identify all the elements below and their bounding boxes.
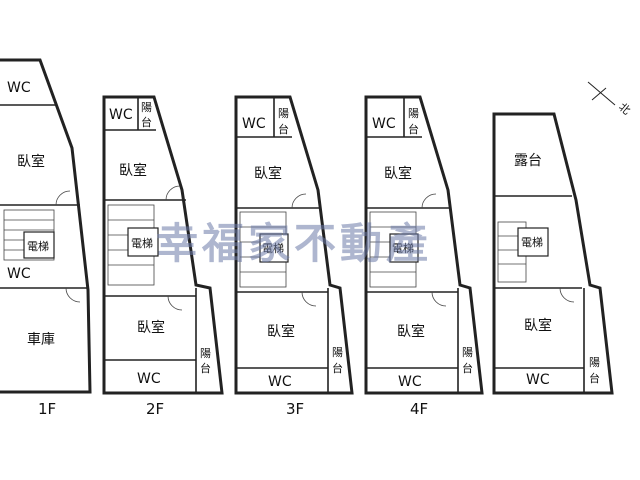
floor-1-wc-top: WC (7, 80, 31, 96)
floor-5-bedroom: 臥室 (524, 317, 552, 334)
floor-3-elevator (259, 233, 289, 263)
floor-2-label: 2F (146, 400, 164, 418)
compass-north-label: 北 (616, 100, 633, 117)
floor-1-elevator-label: 電梯 (27, 240, 49, 253)
floor-5-outer-wall (492, 112, 614, 395)
compass: 北 (587, 81, 633, 117)
floor-4-label: 4F (410, 400, 428, 418)
floor-3-wc-top: WC (242, 116, 266, 132)
floor-1-bedroom: 臥室 (17, 153, 45, 170)
floor-3-bedroom-bottom: 臥室 (267, 323, 295, 340)
floor-1-plan: WC 臥室 電梯 WC 車庫 1F (0, 58, 92, 418)
floor-3-wc-bottom: WC (268, 374, 292, 390)
floor-2-door-swing (165, 185, 181, 201)
floor-2-bedroom-top: 臥室 (119, 162, 147, 179)
floor-4-outer-wall (364, 95, 484, 395)
floor-5-balcony-bottom-2: 台 (589, 371, 600, 385)
floor-1-door-swing (65, 287, 81, 303)
floor-4-door-swing (431, 291, 447, 307)
floor-1-wc-mid: WC (7, 266, 31, 282)
floor-3-plan: WC 陽 台 臥室 電梯 臥室 WC 陽 台 3F (234, 95, 354, 418)
floor-4-plan: WC 陽 台 臥室 電梯 臥室 WC 陽 台 4F (364, 95, 484, 418)
floor-2-balcony-bottom-2: 台 (200, 361, 211, 375)
floor-3-balcony-bottom-2: 台 (332, 361, 343, 375)
floor-3-door-swing (301, 291, 317, 307)
floor-1-door-swing (55, 190, 71, 206)
compass-arrow (587, 81, 616, 106)
floor-5-plan: 露台 電梯 臥室 WC 陽 台 (492, 112, 614, 395)
floor-1-label: 1F (38, 400, 56, 418)
floor-3-label: 3F (286, 400, 304, 418)
floor-3-door-swing (291, 193, 307, 209)
watermark-text: 幸福家不動產 (156, 219, 432, 268)
floor-2-balcony-top-2: 台 (141, 115, 152, 129)
floor-5-elevator (517, 227, 549, 257)
floor-1-elevator (23, 231, 55, 259)
floor-4-balcony-bottom-1: 陽 (462, 346, 473, 359)
floor-2-outer-wall (102, 95, 224, 395)
floor-3-elevator-label: 電梯 (262, 242, 284, 255)
floor-4-wc-bottom: WC (398, 374, 422, 390)
floor-3-balcony-top-2: 台 (278, 122, 289, 136)
floor-4-bedroom-top: 臥室 (384, 165, 412, 182)
floor-5-wc-bottom: WC (526, 372, 550, 388)
floor-3-balcony-top-1: 陽 (278, 107, 289, 120)
floor-2-balcony-bottom-1: 陽 (200, 347, 211, 360)
floor-3-outer-wall (234, 95, 354, 395)
floor-4-bedroom-bottom: 臥室 (397, 323, 425, 340)
floor-4-elevator-label: 電梯 (392, 242, 414, 255)
floor-4-balcony-top-2: 台 (408, 122, 419, 136)
floor-2-plan: WC 陽 台 臥室 電梯 臥室 WC 陽 台 2F (102, 95, 224, 418)
floor-5-balcony-bottom-1: 陽 (589, 356, 600, 369)
floor-1-outer-wall (0, 58, 92, 394)
floor-4-elevator (389, 233, 419, 263)
floor-4-balcony-top-1: 陽 (408, 107, 419, 120)
floor-4-door-swing (421, 193, 437, 209)
floor-3-bedroom-top: 臥室 (254, 165, 282, 182)
floor-2-elevator (127, 227, 159, 257)
floor-5-terrace: 露台 (514, 153, 542, 169)
floor-4-balcony-bottom-2: 台 (462, 361, 473, 375)
floor-1-garage: 車庫 (27, 331, 55, 348)
floor-2-door-swing (167, 295, 183, 311)
floor-3-balcony-bottom-1: 陽 (332, 346, 343, 359)
floor-4-wc-top: WC (372, 116, 396, 132)
floor-5-elevator-label: 電梯 (521, 236, 543, 249)
floor-2-balcony-top-1: 陽 (141, 101, 152, 114)
compass-cross (591, 87, 607, 101)
floor-5-door-swing (559, 287, 575, 303)
floor-2-bedroom-bottom: 臥室 (137, 319, 165, 336)
floor-2-wc-top: WC (109, 107, 133, 123)
floor-2-wc-bottom: WC (137, 371, 161, 387)
floor-2-elevator-label: 電梯 (131, 237, 153, 250)
